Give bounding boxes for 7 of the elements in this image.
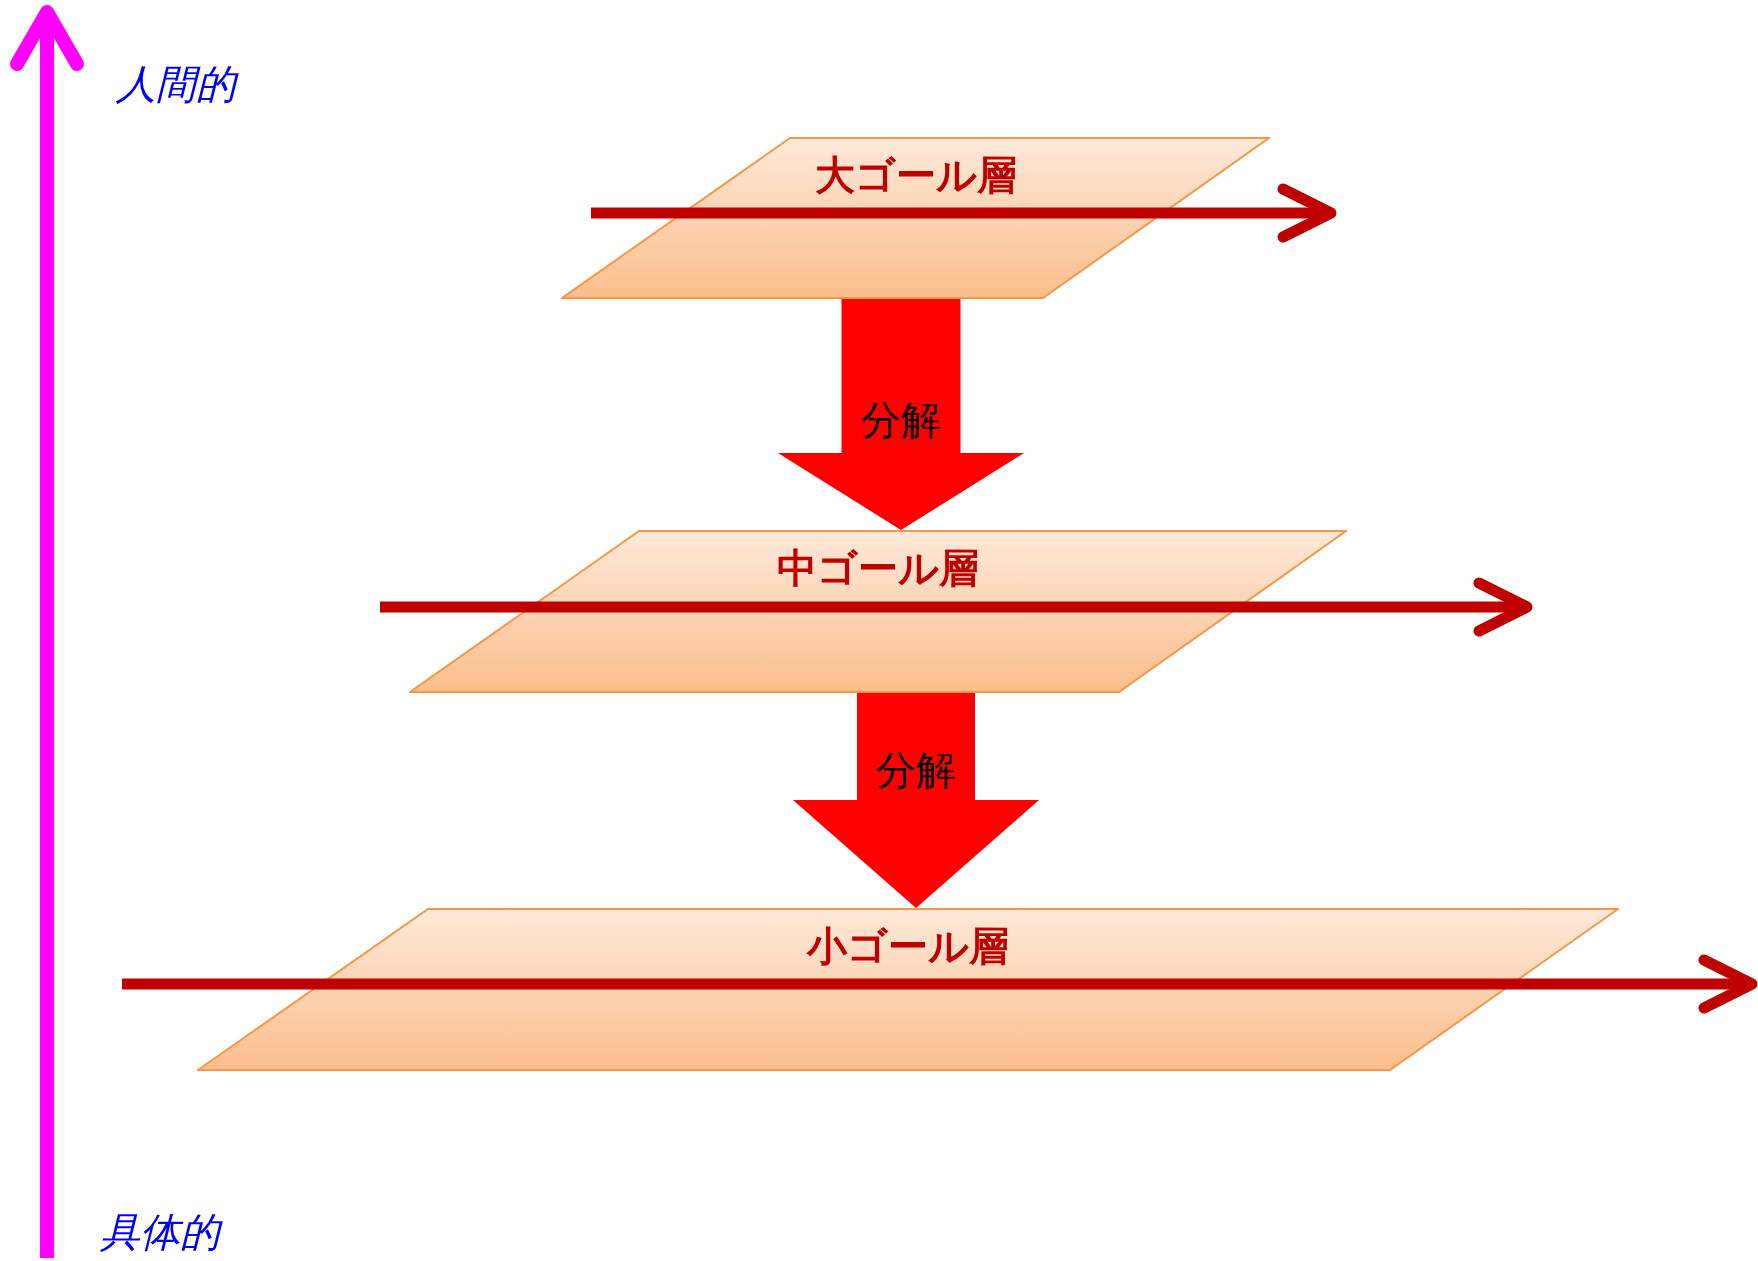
decompose-arrow [778,299,1024,530]
layer-title: 中ゴール層 [777,545,979,592]
layer-title: 大ゴール層 [814,152,1017,199]
edge-label: 分解 [876,747,956,794]
edge-label: 分解 [861,397,941,444]
layer-title: 小ゴール層 [807,923,1009,970]
decompose-arrow [793,693,1039,908]
